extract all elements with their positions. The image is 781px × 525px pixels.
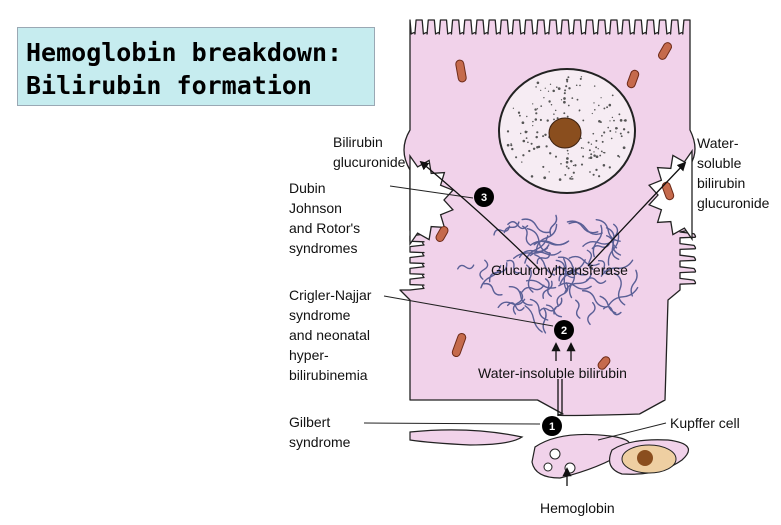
- label-bilirubin-glucuronide: Bilirubin glucuronide: [333, 134, 406, 170]
- svg-text:1: 1: [549, 421, 555, 433]
- step-marker-2: 2: [554, 320, 574, 340]
- label-water-soluble: Water- soluble bilirubin glucuronide: [697, 135, 770, 211]
- mitochondria: [435, 42, 675, 370]
- label-kupffer-cell: Kupffer cell: [670, 415, 740, 431]
- label-gilbert: Gilbert syndrome: [289, 414, 351, 450]
- pathway-arrows: [419, 160, 687, 486]
- nucleolus: [548, 117, 582, 149]
- step-marker-1: 1: [542, 416, 562, 436]
- label-glucuronyltransferase: Glucuronyltransferase: [491, 262, 628, 278]
- label-crigler-najjar: Crigler-Najjar syndrome and neonatal hyp…: [289, 287, 375, 383]
- label-leader-lines: [363, 185, 667, 441]
- title-box: Hemoglobin breakdown: Bilirubin formatio…: [17, 27, 375, 106]
- label-dubin-johnson-rotor: Dubin Johnson and Rotor's syndromes: [289, 180, 364, 256]
- nucleus: [498, 68, 636, 194]
- svg-text:2: 2: [561, 325, 567, 337]
- sinusoid-lining: [409, 429, 631, 479]
- title-line-1: Hemoglobin breakdown:: [26, 38, 343, 67]
- label-water-insoluble-bilirubin: Water-insoluble bilirubin: [478, 365, 627, 381]
- kupffer-cell: [609, 439, 690, 475]
- step-marker-3: 3: [474, 187, 494, 207]
- svg-text:3: 3: [481, 192, 487, 204]
- bile-canaliculus-left: [409, 153, 455, 247]
- label-hemoglobin: Hemoglobin: [540, 500, 615, 516]
- title-line-2: Bilirubin formation: [26, 71, 312, 100]
